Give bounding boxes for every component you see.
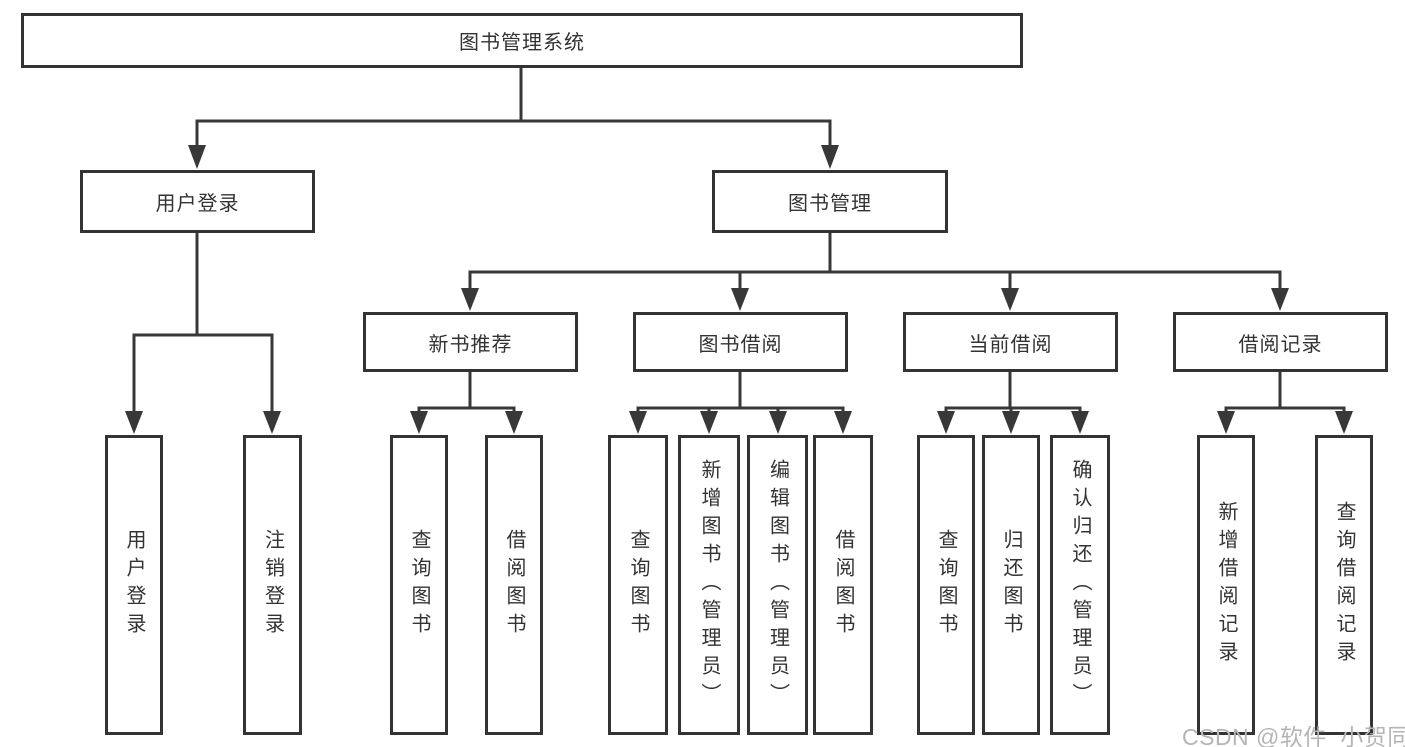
leaf-edit-books-admin: 编辑图书（管理员） xyxy=(747,435,808,735)
leaf-label: 编辑图书（管理员） xyxy=(766,459,789,711)
leaf-query-books-recommend: 查询图书 xyxy=(390,435,448,735)
leaf-logout: 注销登录 xyxy=(243,435,302,735)
leaf-label: 新增图书（管理员） xyxy=(698,459,720,711)
leaf-label: 查询图书 xyxy=(627,529,649,641)
leaf-confirm-return-admin: 确认归还（管理员） xyxy=(1050,435,1110,735)
leaf-user-login: 用户登录 xyxy=(105,435,163,735)
node-label: 新书推荐 xyxy=(428,333,513,356)
leaf-label: 借阅图书 xyxy=(503,529,525,641)
leaf-add-borrow-record: 新增借阅记录 xyxy=(1197,435,1255,735)
leaf-query-books-current: 查询图书 xyxy=(917,435,975,735)
node-book-management: 图书管理 xyxy=(712,170,948,233)
node-label: 用户登录 xyxy=(155,193,240,215)
leaf-label: 查询图书 xyxy=(935,529,957,641)
leaf-label: 查询借阅记录 xyxy=(1333,501,1355,669)
leaf-add-books-admin: 新增图书（管理员） xyxy=(678,435,740,735)
node-book-borrow: 图书借阅 xyxy=(633,312,848,372)
node-root-label: 图书管理系统 xyxy=(459,32,585,54)
leaf-query-books-borrow: 查询图书 xyxy=(608,435,668,735)
leaf-label: 注销登录 xyxy=(261,529,284,641)
node-root: 图书管理系统 xyxy=(21,13,1023,68)
node-label: 图书借阅 xyxy=(698,333,783,356)
node-current-borrow: 当前借阅 xyxy=(903,312,1118,372)
node-new-book-recommend: 新书推荐 xyxy=(363,312,578,372)
csdn-watermark: CSDN @软件_小贺同学 xyxy=(1182,724,1405,747)
node-label: 当前借阅 xyxy=(968,333,1053,356)
node-label: 图书管理 xyxy=(788,193,872,215)
leaf-label: 归还图书 xyxy=(1000,529,1022,641)
leaf-return-books: 归还图书 xyxy=(982,435,1040,735)
leaf-label: 确认归还（管理员） xyxy=(1069,459,1091,711)
node-user-login: 用户登录 xyxy=(80,170,315,233)
node-borrow-records: 借阅记录 xyxy=(1173,312,1388,372)
leaf-label: 借阅图书 xyxy=(832,529,854,641)
leaf-label: 查询图书 xyxy=(408,529,430,641)
arrowheads xyxy=(125,145,1353,434)
leaf-borrow-books: 借阅图书 xyxy=(813,435,873,735)
leaf-label: 新增借阅记录 xyxy=(1215,501,1237,669)
node-label: 借阅记录 xyxy=(1238,333,1323,356)
leaf-query-borrow-record: 查询借阅记录 xyxy=(1315,435,1373,735)
leaf-borrow-books-recommend: 借阅图书 xyxy=(485,435,543,735)
leaf-label: 用户登录 xyxy=(123,529,145,641)
